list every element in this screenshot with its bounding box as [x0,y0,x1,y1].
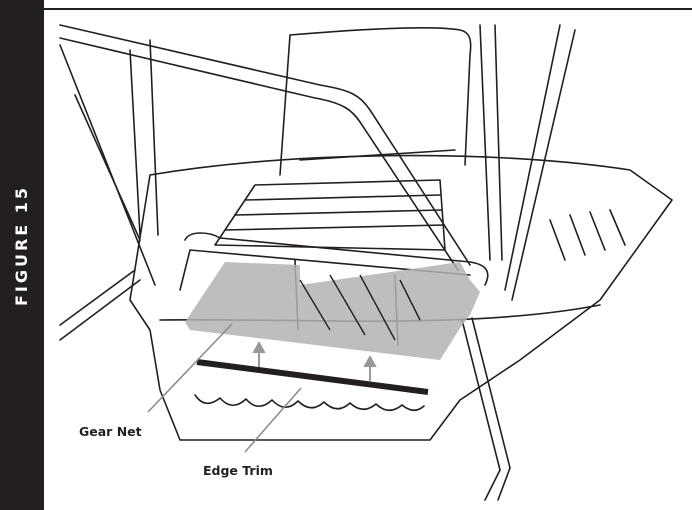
pole-front [461,319,501,471]
net-strand4 [399,279,421,321]
seat-back-left [279,34,291,176]
sled-tub [129,154,673,441]
net-strand2 [329,274,366,336]
sled-illustration [59,24,673,501]
leader-gear-net [147,323,233,413]
arrow-up-icon [252,340,266,353]
brace-left2 [59,44,156,286]
upright-right2 [494,24,503,261]
seat-slat2 [234,209,443,216]
pole-front2 [471,317,511,469]
tub-slats [549,209,626,261]
figure-side-bar [0,0,44,510]
net-strand1 [299,279,331,331]
pole-left [59,269,136,326]
strut-left [129,49,141,236]
net-strand3 [359,274,396,341]
gear-net [185,262,480,360]
pole-front-end [484,467,511,501]
top-frame2 [59,37,459,271]
sled-scallops [194,394,425,412]
seat-back-inner [299,149,456,161]
edge-trim-label: Edge Trim [203,463,273,478]
figure-label: FIGURE 15 [12,184,32,306]
seat-frame [214,179,446,251]
upright-right [479,24,491,261]
strut-left2 [149,39,159,236]
pole-left2 [59,279,141,341]
top-rule [44,8,692,10]
seat-back [289,27,472,166]
top-frame [59,24,471,266]
leader-edge-trim [244,387,302,453]
seat-slat1 [244,194,441,201]
brace-right [504,24,561,291]
lower-frame2 [179,249,471,291]
edge-trim-bar [196,359,429,395]
seat-slat3 [224,224,445,231]
figure-label-wrap: FIGURE 15 [0,0,44,510]
brace-right2 [511,29,576,301]
arrow-up-icon [363,354,377,367]
lower-frame [184,232,489,286]
gear-net-label: Gear Net [79,424,142,439]
brace-left [74,94,141,241]
